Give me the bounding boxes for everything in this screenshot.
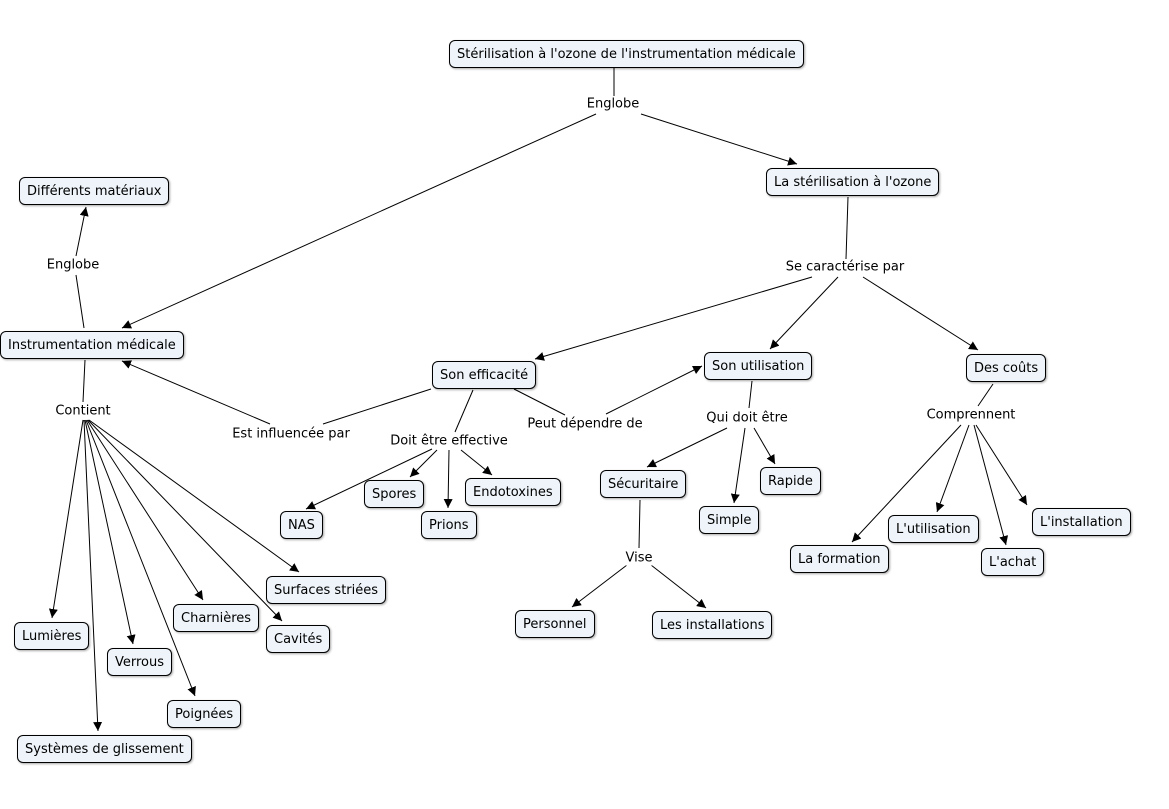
connector-line — [454, 389, 474, 433]
node-couts[interactable]: Des coûts — [966, 354, 1047, 382]
connector-line — [748, 380, 753, 409]
node-personnel[interactable]: Personnel — [515, 610, 595, 638]
link-effective: Doit être effective — [388, 433, 510, 449]
connector-arrow — [86, 419, 204, 601]
node-cavites[interactable]: Cavités — [266, 625, 331, 653]
connector-line — [322, 388, 432, 425]
connector-arrow — [121, 360, 271, 425]
node-materiaux[interactable]: Différents matériaux — [19, 177, 170, 205]
connector-arrow — [646, 427, 728, 468]
connector-line — [82, 359, 86, 403]
node-surfaces[interactable]: Surfaces striées — [266, 576, 387, 604]
connector-arrow — [975, 424, 1028, 506]
connector-arrow — [571, 564, 628, 608]
connector-arrow — [85, 419, 196, 697]
node-spores[interactable]: Spores — [364, 480, 425, 508]
node-formation[interactable]: La formation — [790, 545, 889, 573]
connector-arrow — [862, 276, 979, 351]
node-lumieres[interactable]: Lumières — [14, 622, 90, 650]
node-rapide[interactable]: Rapide — [760, 467, 821, 495]
node-instrumentation[interactable]: Instrumentation médicale — [0, 331, 184, 359]
link-depend: Peut dépendre de — [525, 416, 645, 432]
connector-arrow — [87, 419, 283, 622]
node-root[interactable]: Stérilisation à l'ozone de l'instrumenta… — [449, 40, 804, 68]
node-prions[interactable]: Prions — [421, 511, 477, 539]
node-securitaire[interactable]: Sécuritaire — [600, 470, 687, 498]
node-achat[interactable]: L'achat — [981, 548, 1045, 576]
connector-arrow — [75, 206, 89, 257]
link-vise: Vise — [623, 550, 655, 566]
connector-arrow — [534, 276, 813, 361]
node-l-utilisation[interactable]: L'utilisation — [888, 515, 979, 543]
link-caracterise: Se caractérise par — [783, 259, 907, 275]
connector-arrow — [460, 449, 493, 476]
node-sterilisation[interactable]: La stérilisation à l'ozone — [766, 168, 940, 196]
node-verrous[interactable]: Verrous — [107, 648, 173, 676]
link-englobe-top: Englobe — [584, 96, 642, 112]
link-qui-doit: Qui doit être — [704, 410, 790, 426]
node-poignees[interactable]: Poignées — [167, 700, 242, 728]
connector-arrow — [769, 276, 839, 350]
node-charnieres[interactable]: Charnières — [173, 604, 260, 632]
node-endotoxines[interactable]: Endotoxines — [465, 478, 561, 506]
link-comprennent: Comprennent — [924, 407, 1018, 423]
connector-line — [75, 274, 85, 329]
connector-arrow — [83, 419, 103, 732]
connector-arrow — [443, 449, 453, 509]
connector-line — [638, 499, 641, 549]
node-efficacite[interactable]: Son efficacité — [432, 361, 537, 389]
node-simple[interactable]: Simple — [699, 506, 760, 534]
connector-arrow — [640, 113, 798, 166]
connector-arrow — [121, 113, 597, 329]
connector-arrow — [84, 419, 136, 645]
connector-arrow — [305, 448, 433, 510]
link-influencee: Est influencée par — [230, 426, 352, 442]
connector-arrow — [650, 564, 707, 609]
connector-arrow — [851, 424, 962, 543]
node-glissement[interactable]: Systèmes de glissement — [17, 735, 192, 763]
connector-arrow — [48, 419, 84, 619]
connector-arrow — [973, 424, 1009, 546]
connector-arrow — [935, 424, 970, 513]
node-nas[interactable]: NAS — [280, 511, 323, 539]
connector-arrow — [605, 365, 703, 415]
node-installation[interactable]: L'installation — [1032, 508, 1131, 536]
link-englobe-left: Englobe — [44, 257, 102, 273]
connector-line — [845, 196, 849, 260]
link-contient: Contient — [53, 403, 113, 419]
connector-arrow — [730, 427, 746, 504]
connector-line — [977, 383, 994, 407]
connector-arrow — [409, 449, 438, 478]
connector-line — [513, 388, 566, 416]
node-installations[interactable]: Les installations — [652, 611, 773, 639]
connector-arrow — [753, 427, 776, 465]
node-utilisation[interactable]: Son utilisation — [704, 352, 813, 380]
connector-arrow — [88, 419, 300, 573]
